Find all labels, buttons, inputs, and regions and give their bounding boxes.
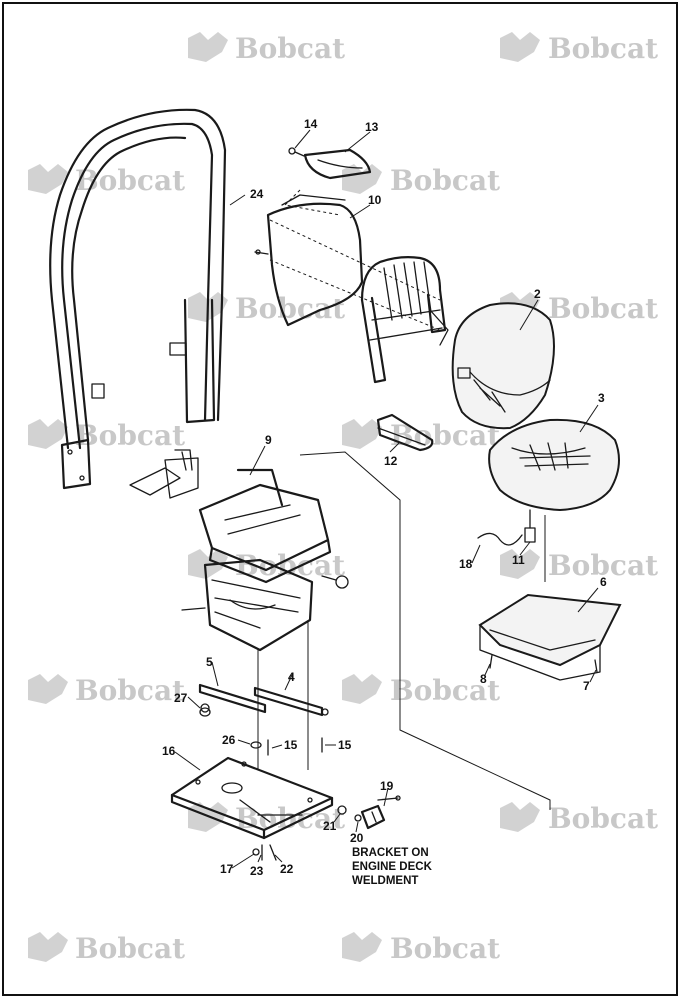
bolt-part-22	[269, 844, 277, 861]
callout-22: 22	[280, 862, 294, 876]
watermark: Bobcat	[342, 674, 500, 707]
note-line-1: BRACKET ON	[352, 847, 429, 859]
callout-17: 17	[220, 862, 234, 876]
seat-base-part-9	[129, 449, 349, 589]
callout-26: 26	[222, 733, 236, 747]
bobcat-logo-icon	[342, 419, 382, 449]
watermark-text: Bobcat	[548, 32, 658, 65]
wire-harness-part-18	[477, 532, 523, 546]
bobcat-logo-icon	[342, 932, 382, 962]
watermark: Bobcat	[28, 419, 185, 452]
watermark-text: Bobcat	[548, 802, 658, 835]
washer-part-26	[250, 741, 262, 749]
armrest-part-12	[376, 413, 434, 452]
bobcat-logo-icon	[500, 802, 540, 832]
assembly-leaders	[299, 451, 551, 810]
callout-15b: 15	[338, 738, 352, 752]
callout-4: 4	[288, 670, 295, 684]
watermark-text: Bobcat	[75, 932, 185, 965]
bobcat-logo-icon	[28, 419, 68, 449]
callout-13: 13	[365, 120, 379, 134]
watermark-text: Bobcat	[390, 674, 500, 707]
callout-12: 12	[384, 454, 398, 468]
bolt-part-7	[594, 659, 598, 673]
callout-27: 27	[174, 691, 188, 705]
bobcat-logo-icon	[342, 674, 382, 704]
bolt-part-27	[199, 707, 211, 717]
callout-10: 10	[368, 193, 382, 207]
watermark: Bobcat	[188, 32, 345, 65]
watermark: Bobcat	[342, 932, 500, 965]
roll-bar-part-24	[49, 108, 227, 490]
watermark-text: Bobcat	[75, 419, 185, 452]
nut-part-20	[354, 814, 362, 822]
callout-7: 7	[583, 679, 590, 693]
callout-labels: 2 3 4 5 6 7 8 9 10 11 12 13 14 15 15 16 …	[162, 117, 607, 878]
callout-11: 11	[512, 553, 525, 567]
watermark-text: Bobcat	[235, 292, 345, 325]
callout-14: 14	[304, 117, 318, 131]
bolt-part-19	[377, 795, 401, 801]
washer-part-21	[337, 805, 347, 815]
bracket	[360, 804, 386, 830]
bracket-note: BRACKET ON ENGINE DECK WELDMENT	[352, 847, 433, 887]
watermark-text: Bobcat	[390, 164, 500, 197]
bolt-part-8	[489, 654, 493, 669]
watermark-text: Bobcat	[75, 164, 185, 197]
bobcat-logo-icon	[28, 674, 68, 704]
callout-19: 19	[380, 779, 394, 793]
watermark: Bobcat	[500, 32, 658, 65]
watermark: Bobcat	[28, 932, 185, 965]
screw-part-14	[283, 147, 341, 216]
seat-suspension	[181, 558, 314, 770]
callout-3: 3	[598, 391, 605, 405]
base-plate-part-16	[170, 756, 334, 840]
watermark-text: Bobcat	[235, 32, 345, 65]
watermark: Bobcat	[28, 674, 185, 707]
seat-tray-part-6	[478, 593, 622, 681]
callout-21: 21	[323, 819, 337, 833]
nut-part-17	[252, 848, 260, 856]
bobcat-logo-icon	[500, 32, 540, 62]
callout-leaders	[174, 129, 599, 869]
callout-5: 5	[206, 655, 213, 669]
watermark-text: Bobcat	[75, 674, 185, 707]
callout-24: 24	[250, 187, 264, 201]
back-panel-part-10	[254, 194, 441, 331]
slide-rail-part-5	[198, 683, 267, 714]
watermark-text: Bobcat	[390, 932, 500, 965]
bobcat-logo-icon	[28, 932, 68, 962]
seat-back-frame	[360, 256, 449, 384]
seat-cushion-part-3	[488, 418, 620, 512]
seat-switch-part-11	[524, 509, 536, 543]
bobcat-logo-icon	[500, 549, 540, 579]
bobcat-logo-icon	[342, 164, 382, 194]
callout-9: 9	[265, 433, 272, 447]
slide-rail-part-4	[253, 686, 329, 717]
seat-back-cushion-part-2	[451, 302, 555, 430]
watermark-text: Bobcat	[548, 292, 658, 325]
callout-16: 16	[162, 744, 176, 758]
watermark: Bobcat	[28, 164, 185, 197]
callout-20: 20	[350, 831, 364, 845]
watermark: Bobcat	[342, 164, 500, 197]
watermark-text: Bobcat	[548, 549, 658, 582]
note-line-2: ENGINE DECK	[352, 861, 433, 873]
watermark: Bobcat	[342, 419, 500, 452]
armrest-cap-part-13	[303, 148, 372, 180]
callout-2: 2	[534, 287, 541, 301]
bobcat-logo-icon	[28, 164, 68, 194]
note-line-3: WELDMENT	[352, 875, 418, 887]
watermark: Bobcat	[500, 549, 658, 582]
watermark: Bobcat	[500, 802, 658, 835]
callout-23: 23	[250, 864, 264, 878]
callout-6: 6	[600, 575, 607, 589]
callout-18: 18	[459, 557, 473, 571]
callout-15a: 15	[284, 738, 298, 752]
bobcat-logo-icon	[188, 32, 228, 62]
callout-8: 8	[480, 672, 487, 686]
